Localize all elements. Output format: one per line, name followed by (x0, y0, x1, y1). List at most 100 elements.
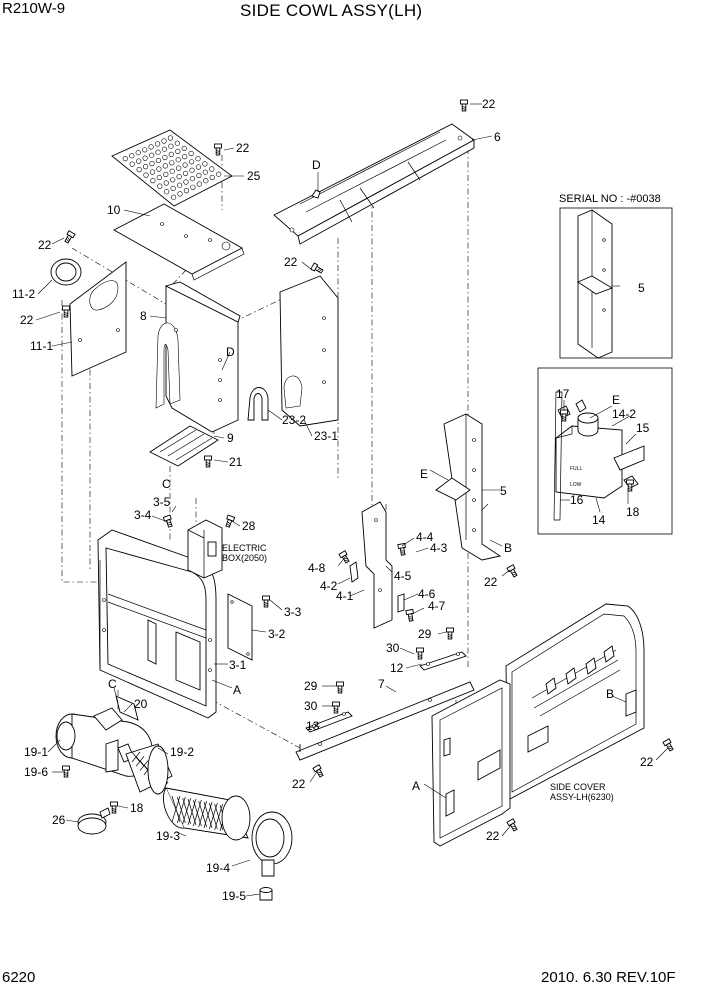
callout-label: 20 (134, 697, 148, 711)
callout-label: 25 (247, 169, 261, 183)
callout-label: 13 (306, 719, 320, 733)
grille-hole (183, 170, 189, 176)
grille-hole (196, 172, 202, 179)
bolt-icon (662, 738, 674, 752)
grille-hole (155, 141, 161, 147)
callout-label: E (420, 467, 428, 481)
model-code: R210W-9 (2, 0, 66, 17)
perforated-grille (111, 129, 233, 207)
side-cover-note: SIDE COVER (550, 782, 606, 792)
callout-label: C (108, 677, 117, 691)
diagram-title: SIDE COWL ASSY(LH) (240, 1, 423, 20)
callout-label: 19-1 (24, 745, 48, 759)
tank-full-mark: FULL (570, 466, 582, 472)
grille-hole (190, 184, 196, 190)
grille-hole (163, 171, 169, 177)
callout-label: 14-2 (612, 407, 636, 421)
callout-label: 22 (236, 141, 250, 155)
grille-hole (203, 178, 209, 184)
callout-label: 19-3 (156, 829, 180, 843)
tank-low-mark: LOW (570, 482, 582, 488)
cover-cap (251, 811, 293, 877)
bolt-icon (310, 262, 324, 274)
electric-box (187, 519, 223, 579)
grille-hole (209, 166, 215, 172)
grille-hole (181, 145, 187, 151)
callout-label: 4-6 (418, 587, 436, 601)
bolt-icon (204, 455, 212, 468)
grille-hole (155, 157, 161, 164)
mesh-line (139, 760, 149, 771)
grille-hole (189, 167, 195, 173)
callout-label: 10 (107, 203, 121, 217)
callout-label: 29 (418, 627, 432, 641)
part-callouts: 22 6 22 25 D 10 22 22 11-2 22 11-1 8 D 2… (12, 97, 654, 903)
grille-hole (171, 194, 177, 200)
bolt-icon (62, 765, 70, 778)
grille-hole (176, 174, 182, 180)
grille-hole (189, 176, 195, 182)
air-cleaner-housing (55, 695, 153, 777)
grille-hole (202, 161, 208, 167)
callout-label: 4-2 (320, 579, 338, 593)
callout-label: 5 (500, 484, 507, 498)
grille-hole (182, 162, 188, 168)
grille-hole (170, 185, 176, 191)
callout-label: 4-1 (336, 589, 354, 603)
bolt-icon (560, 409, 568, 422)
callout-label: 22 (20, 313, 34, 327)
grille-hole (168, 151, 174, 157)
callout-label: 30 (304, 699, 318, 713)
grille-hole (183, 179, 189, 185)
grille-hole (168, 143, 174, 149)
serial-number-note: SERIAL NO : -#0038 (559, 193, 661, 205)
callout-label: 4-5 (394, 569, 412, 583)
callout-label: 12 (390, 661, 404, 675)
callout-label: 6 (494, 130, 501, 144)
outer-filter-element (163, 787, 251, 841)
center-bracket (349, 501, 405, 629)
bolt-icon (332, 701, 340, 714)
callout-label: 21 (229, 455, 243, 469)
callout-label: 4-7 (428, 599, 446, 613)
callout-label: 3-5 (153, 495, 171, 509)
fasteners (62, 99, 674, 832)
bolt-icon (446, 627, 454, 640)
grille-hole (156, 166, 162, 172)
callout-label: 23-2 (282, 413, 306, 427)
callout-label: 9 (227, 431, 234, 445)
callout-label: 19-2 (170, 745, 194, 759)
callout-label: A (233, 683, 241, 697)
mesh-line (131, 751, 141, 763)
inner-bracket (155, 281, 241, 433)
grille-hole (148, 144, 154, 150)
gasket-ring (50, 258, 82, 286)
callout-label: A (412, 779, 420, 793)
callout-label: D (226, 345, 235, 359)
serial-inset-box (559, 207, 673, 359)
grille-hole (143, 164, 149, 170)
callout-label: 11-1 (30, 339, 53, 353)
bolt-icon (162, 514, 173, 528)
grille-hole (136, 167, 142, 173)
lower-rail (295, 681, 475, 761)
callout-label: 19-5 (222, 889, 246, 903)
callout-label: 4-4 (416, 530, 434, 544)
electric-box-note: ELECTRIC (222, 543, 267, 553)
callout-label: 19-4 (206, 861, 230, 875)
grille-hole (174, 140, 180, 146)
grille-hole (157, 183, 163, 189)
bolt-icon (397, 542, 406, 556)
grille-hole (182, 154, 188, 160)
grille-hole (149, 161, 155, 167)
callout-label: 3-2 (268, 627, 286, 641)
hose-clamp (77, 807, 111, 835)
callout-label: 22 (640, 755, 654, 769)
callout-label: E (612, 393, 620, 407)
grille-hole (216, 171, 222, 177)
grille-hole (188, 150, 194, 157)
grille-hole (135, 150, 141, 156)
callout-label: 22 (486, 829, 500, 843)
callout-label: 7 (378, 677, 385, 691)
